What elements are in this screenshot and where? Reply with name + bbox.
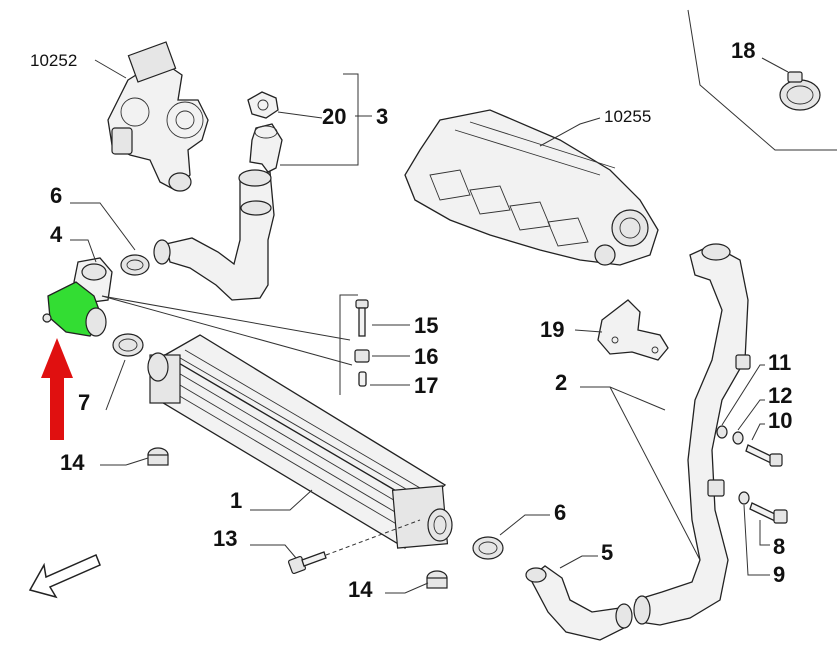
label-6-bottom: 6 [554, 500, 566, 525]
label-2: 2 [555, 370, 567, 395]
gasket-part-20 [247, 91, 279, 119]
label-16: 16 [414, 344, 438, 369]
label-10255: 10255 [604, 107, 651, 126]
intercooler-part-1 [147, 334, 453, 549]
label-5: 5 [601, 540, 613, 565]
bolt-part-15 [355, 299, 369, 337]
pipe-part-2 [633, 243, 751, 626]
clamp-part-6-bottom [472, 536, 504, 560]
label-12: 12 [768, 383, 792, 408]
clip-part-18 [779, 71, 821, 111]
label-10: 10 [768, 408, 792, 433]
label-10252: 10252 [30, 51, 77, 70]
label-3: 3 [376, 104, 388, 129]
pin-part-17 [358, 371, 367, 387]
intake-manifold [404, 109, 659, 266]
label-15: 15 [414, 313, 438, 338]
turbocharger [107, 41, 209, 192]
label-1: 1 [230, 488, 242, 513]
direction-arrow-icon [28, 554, 101, 599]
bolt-part-13 [287, 551, 327, 575]
clamp-part-7 [112, 333, 144, 357]
bracket-part-19 [597, 299, 669, 361]
washer-part-16 [354, 349, 370, 363]
grommet-part-14-bottom [426, 570, 448, 589]
grommet-part-14-left [147, 447, 169, 466]
elbow-part-3 [249, 123, 283, 173]
label-14-left: 14 [60, 450, 85, 475]
label-8: 8 [773, 534, 785, 559]
bolt-part-10 [745, 444, 783, 467]
bolt-part-8 [749, 502, 788, 524]
hose-part-4 [42, 257, 113, 337]
label-9: 9 [773, 562, 785, 587]
turbo-outlet-hose [153, 169, 275, 301]
washer-part-9 [738, 491, 750, 505]
indicator-arrow [41, 338, 73, 440]
label-4: 4 [50, 222, 63, 247]
label-11: 11 [768, 350, 791, 375]
label-19: 19 [540, 317, 564, 342]
label-7: 7 [78, 390, 90, 415]
label-20: 20 [322, 104, 346, 129]
label-13: 13 [213, 526, 237, 551]
label-17: 17 [414, 373, 438, 398]
label-14-bottom: 14 [348, 577, 373, 602]
washer-part-11 [716, 425, 728, 439]
clamp-part-6-top [120, 254, 150, 276]
washer-part-12 [732, 431, 744, 445]
hose-part-5 [525, 565, 633, 641]
label-6-top: 6 [50, 183, 62, 208]
label-18: 18 [731, 38, 755, 63]
